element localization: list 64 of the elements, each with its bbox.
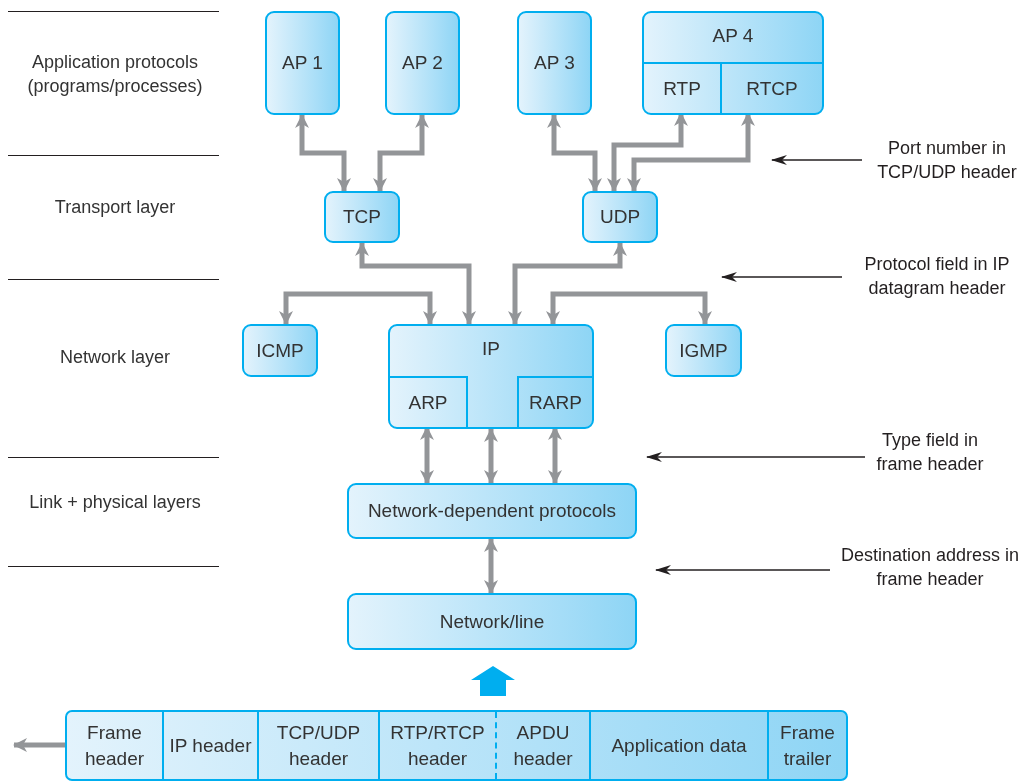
layer-label: Application protocols (programs/processes) (26, 51, 204, 98)
node-label: IGMP (679, 338, 728, 363)
pointer-arrow (655, 565, 831, 575)
node-label: TCP/UDP header (275, 720, 362, 771)
node-label: Frame trailer (779, 720, 836, 771)
layer-label: Link + physical layers (28, 491, 202, 514)
node-label: Application data (611, 733, 747, 758)
node-label: RARP (529, 390, 582, 415)
protocol-box (388, 324, 594, 429)
node-label: IP (482, 337, 500, 361)
node-label: AP 3 (534, 51, 575, 75)
arrow (607, 112, 688, 192)
protocol-box (347, 483, 637, 539)
arrow (279, 291, 437, 325)
block-arrow (471, 666, 515, 696)
sub-protocol-box (517, 376, 592, 427)
node-label: RTCP (746, 76, 798, 101)
arrow (484, 428, 498, 484)
arrow (484, 538, 498, 594)
protocol-box (324, 191, 400, 243)
layer-label: Transport layer (53, 196, 177, 219)
protocol-box (642, 11, 824, 115)
node-label: Port number in TCP/UDP header (876, 137, 1018, 184)
arrow (547, 114, 602, 192)
arrow (546, 291, 712, 325)
node-label: AP 4 (712, 24, 754, 48)
node-label: AP 1 (282, 51, 323, 75)
arrow (508, 242, 627, 325)
arrow (295, 114, 351, 192)
protocol-box (265, 11, 340, 115)
arrow (420, 426, 434, 484)
node-label: AP 2 (402, 51, 443, 75)
pointer-arrow (646, 452, 866, 462)
node-label: RTP/RTCP header (389, 720, 486, 771)
node-label: TCP (343, 205, 381, 229)
protocol-box (665, 324, 742, 377)
protocol-box (517, 11, 592, 115)
node-label: ICMP (256, 338, 304, 363)
protocol-box (242, 324, 318, 377)
node-label: IP header (169, 733, 252, 758)
arrow (627, 112, 755, 192)
arrow (13, 738, 65, 752)
node-label: Frame header (83, 720, 146, 771)
arrow (355, 242, 476, 325)
node-label: Destination address in frame header (839, 544, 1021, 591)
protocol-box (347, 593, 637, 650)
node-label: Protocol field in IP datagram header (863, 253, 1011, 300)
node-label: ARP (408, 390, 448, 415)
pointer-arrow (771, 155, 863, 165)
arrow (548, 426, 562, 484)
pointer-arrow (721, 272, 843, 282)
node-label: Type field in frame header (875, 429, 985, 476)
arrow (373, 114, 429, 192)
protocol-box (582, 191, 658, 243)
layer-label: Network layer (59, 346, 171, 369)
node-label: Network/line (439, 609, 545, 634)
node-label: APDU header (512, 720, 574, 771)
node-label: UDP (599, 205, 641, 229)
node-label: RTP (663, 76, 701, 101)
frame-bar (65, 710, 848, 781)
protocol-box (385, 11, 460, 115)
node-label: Network-dependent protocols (367, 499, 617, 523)
sub-protocol-box (644, 62, 722, 113)
sub-protocol-box (390, 376, 468, 427)
